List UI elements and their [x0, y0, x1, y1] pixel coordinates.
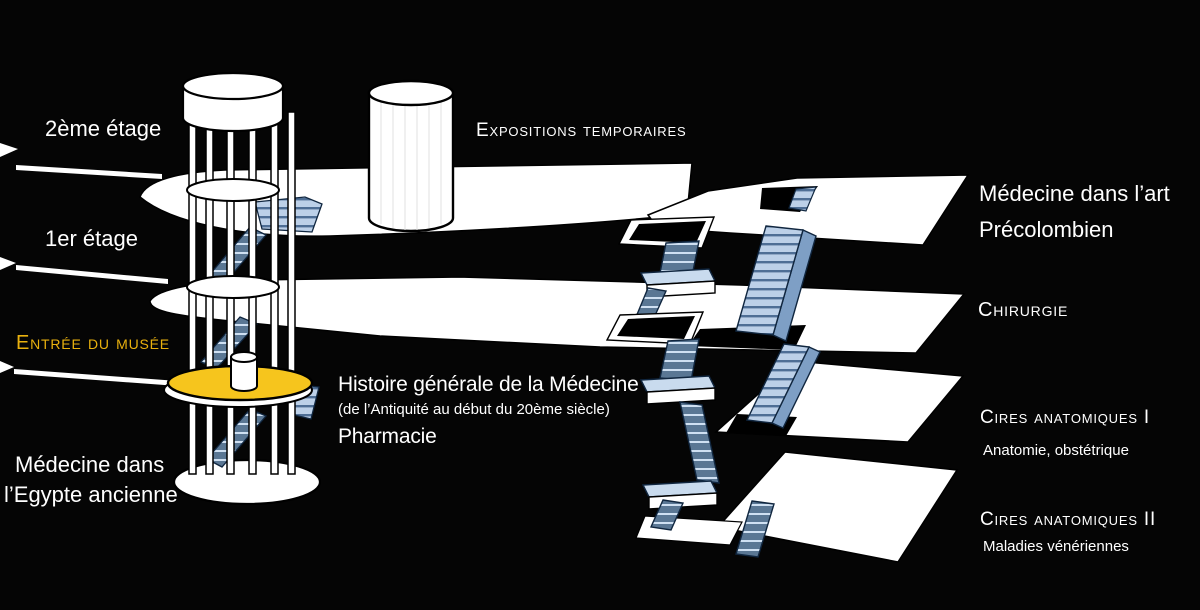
pharmacie-label: Pharmacie: [338, 425, 437, 448]
temporary-exhibitions-cylinder: [367, 79, 455, 233]
floor1-label: 1er étage: [45, 226, 138, 251]
stair-level1-to-cires1: [745, 343, 811, 424]
cires-anatomiques-2-label: Cires anatomiques II: [980, 509, 1157, 530]
egypt-label-line2: l’Egypte ancienne: [4, 482, 178, 507]
precolombien-label-line1: Médecine dans l’art: [979, 181, 1170, 206]
stair-level2-to-level1: [735, 225, 804, 336]
floor-plate-level2: [0, 143, 970, 246]
histoire-medecine-subtitle: (de l’Antiquité au début du 20ème siècle…: [338, 401, 610, 418]
cires-anatomiques-2-subtitle: Maladies vénériennes: [983, 538, 1129, 555]
switchback-flight-4: [679, 401, 720, 484]
cires-anatomiques-1-label: Cires anatomiques I: [980, 407, 1150, 428]
museum-entrance-label: Entrée du musée: [16, 332, 170, 354]
entrance-kiosk-cylinder: [230, 356, 258, 392]
floor-plate-cires2: [635, 451, 959, 563]
expositions-temporaires-label: Expositions temporaires: [476, 120, 687, 141]
egypt-label-line1: Médecine dans: [15, 452, 165, 477]
cires-anatomiques-1-subtitle: Anatomie, obstétrique: [983, 442, 1129, 459]
switchback-flight-5: [649, 499, 685, 531]
precolombien-label-line2: Précolombien: [979, 217, 1114, 242]
entrance-walkway: [0, 361, 178, 386]
staircases: [605, 216, 821, 558]
chirurgie-label: Chirurgie: [978, 299, 1069, 321]
floor2-label: 2ème étage: [45, 116, 162, 141]
tower-floor1-slab: [186, 275, 280, 299]
tower-floor2-slab: [186, 178, 280, 202]
stair-to-cires2: [735, 500, 775, 558]
histoire-medecine-label: Histoire générale de la Médecine: [338, 373, 639, 396]
spiral-staircase-tower: [163, 71, 323, 506]
